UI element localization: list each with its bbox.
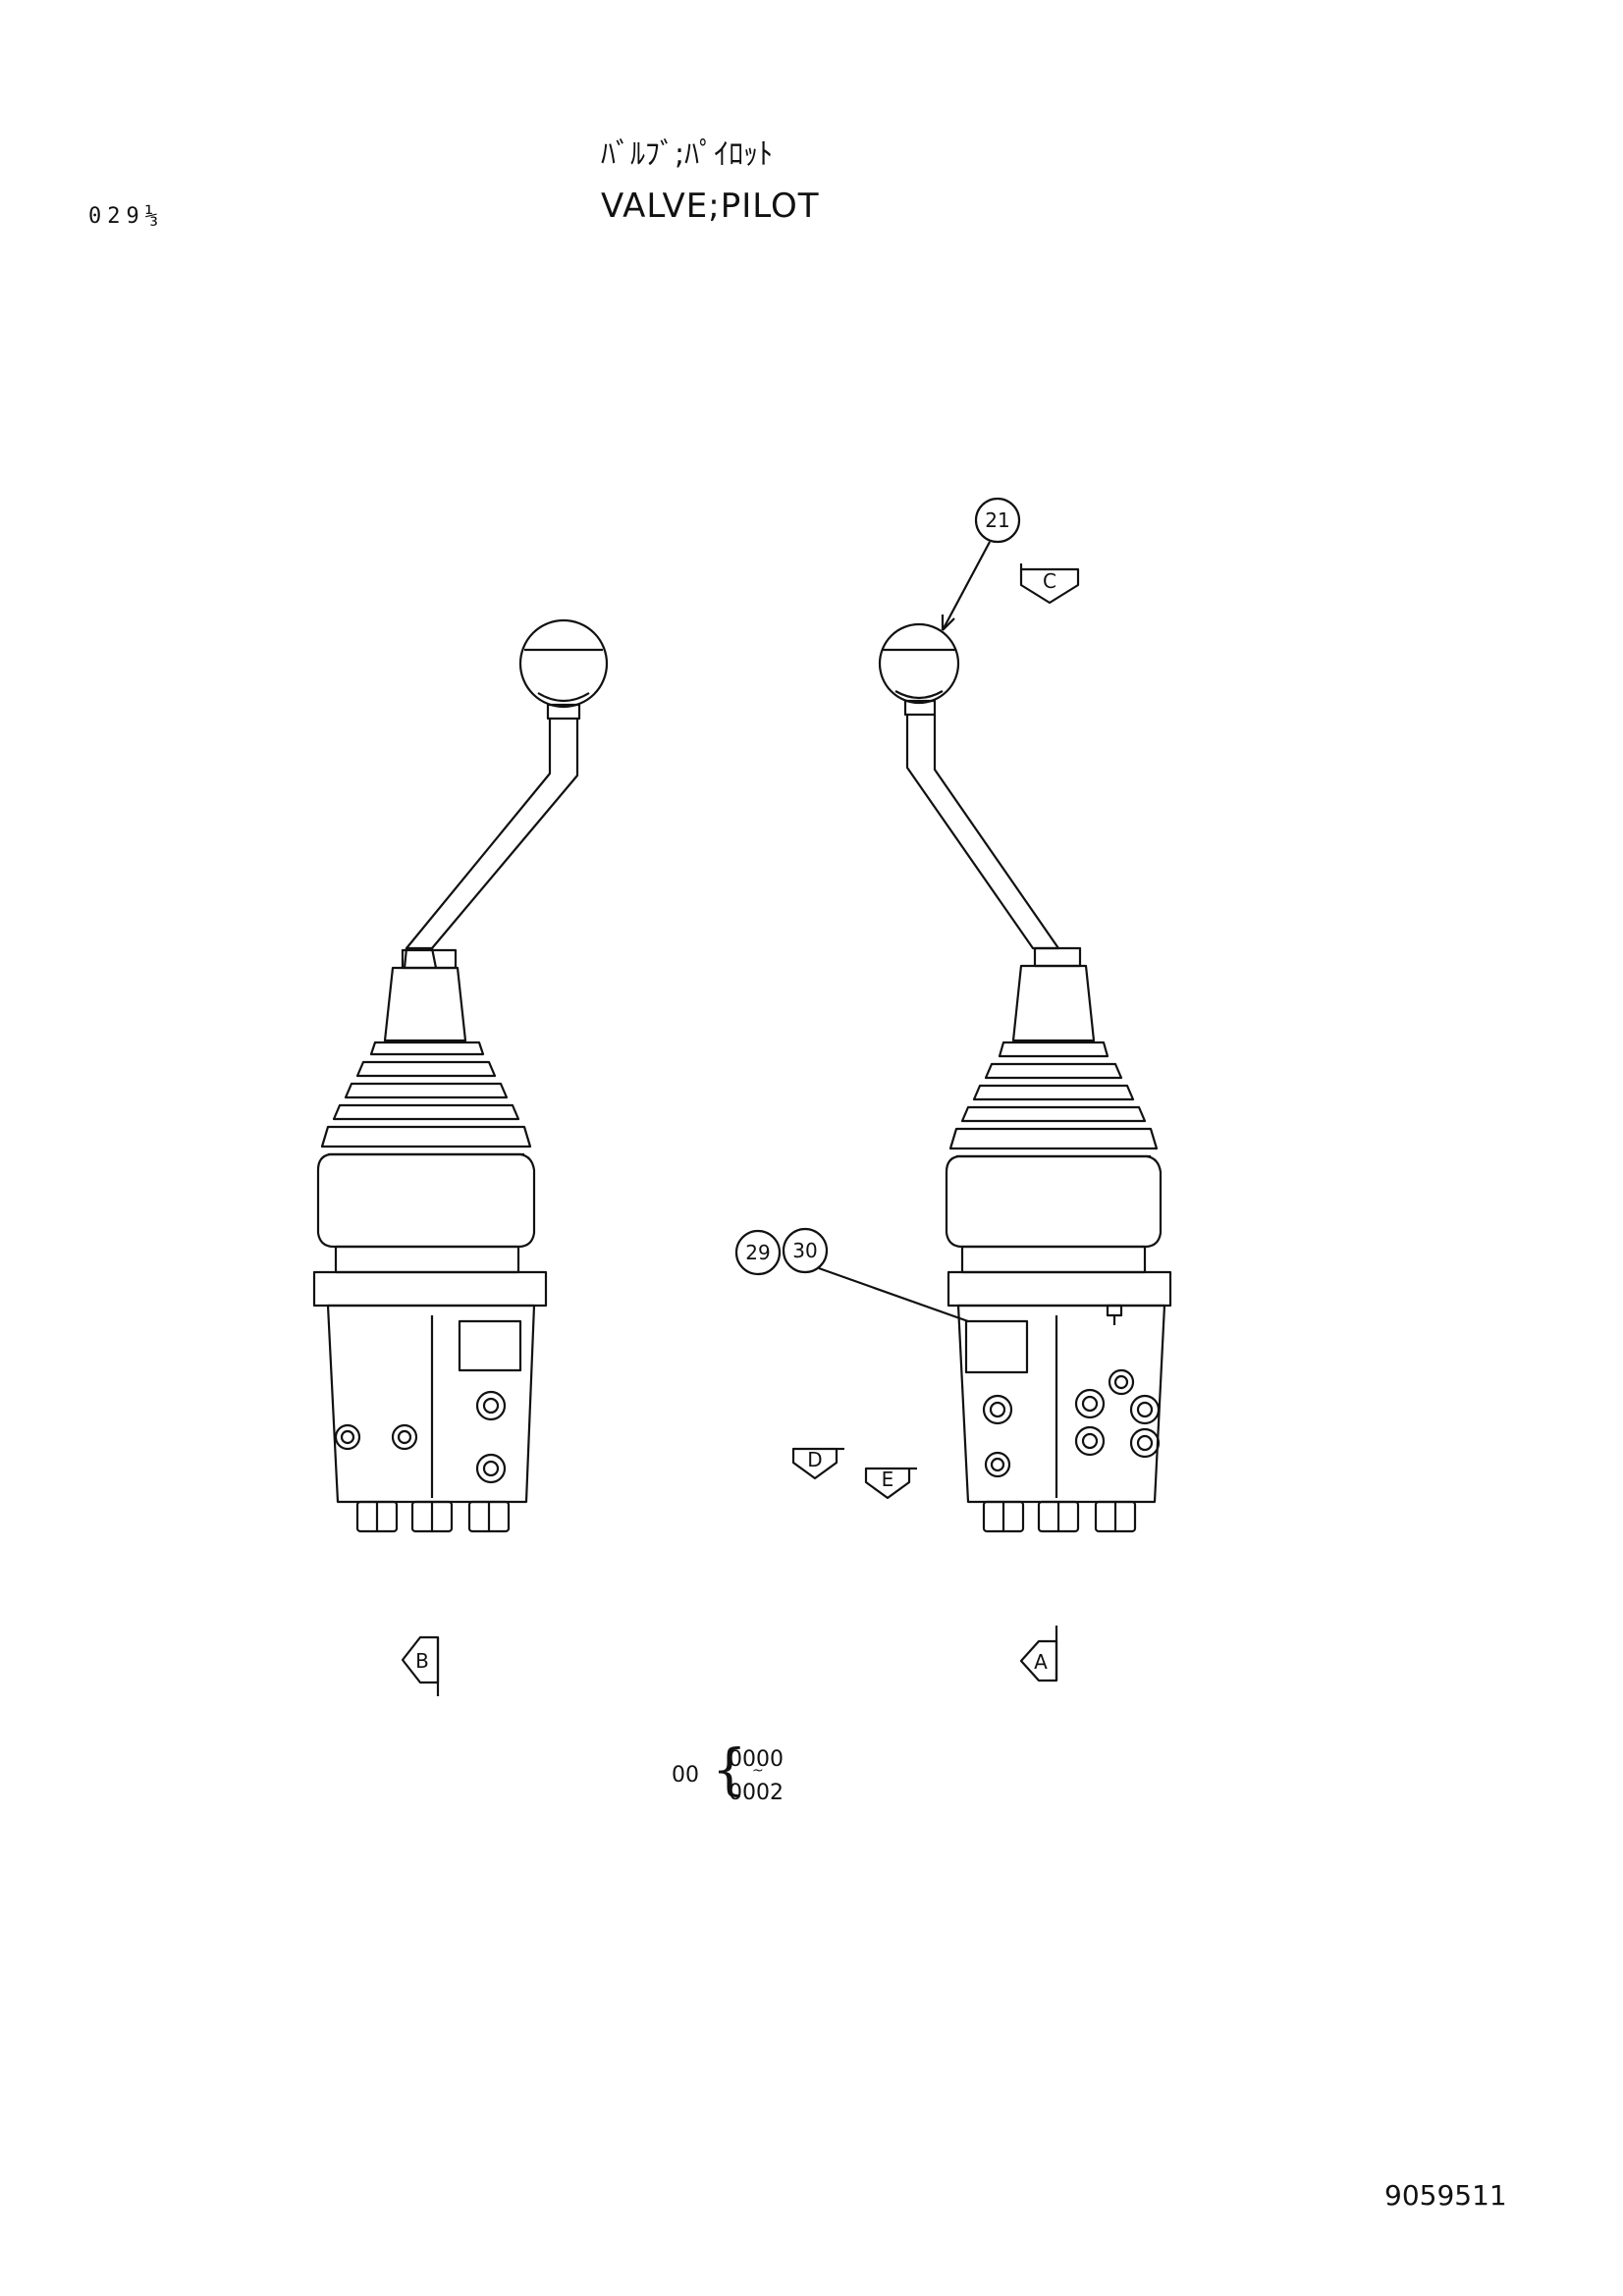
callout-29-30-leader — [818, 1266, 969, 1323]
serial-from: 0000 — [729, 1747, 784, 1772]
view-a-label: A — [1034, 1650, 1048, 1674]
right-nameplate — [964, 1319, 1029, 1374]
left-main-body — [326, 1304, 536, 1504]
serial-brace: { — [712, 1738, 747, 1802]
title-japanese: ﾊﾞﾙﾌﾞ;ﾊﾟｲﾛｯﾄ — [601, 137, 774, 172]
callout-29-circle — [734, 1229, 782, 1276]
drawing-number: 9059511 — [1384, 2179, 1507, 2212]
right-knob — [878, 622, 960, 705]
right-valve-assembly — [878, 622, 1172, 1533]
right-lever — [905, 715, 1060, 950]
serial-to: 0002 — [729, 1781, 784, 1805]
left-cone — [383, 966, 467, 1042]
callout-30-circle — [782, 1227, 829, 1274]
callout-30-label: 30 — [792, 1239, 817, 1262]
serial-prefix: 00 — [672, 1763, 699, 1788]
right-flange — [947, 1270, 1172, 1308]
callout-29-label: 29 — [745, 1241, 770, 1264]
left-nameplate — [458, 1319, 522, 1372]
view-d-label: D — [807, 1448, 822, 1471]
view-e-label: E — [882, 1468, 894, 1491]
title-english: VALVE;PILOT — [601, 187, 820, 226]
view-c-arrow — [1019, 567, 1080, 605]
left-body-drum — [316, 1152, 536, 1249]
left-lever — [405, 719, 579, 950]
view-c-label: C — [1043, 569, 1056, 593]
right-cone — [1011, 964, 1096, 1042]
page-number: 029⅓ — [88, 204, 164, 229]
callout-21-label: 21 — [985, 508, 1009, 532]
left-knob — [518, 618, 609, 709]
left-valve-assembly — [312, 618, 609, 1533]
callout-21-leader — [942, 541, 991, 631]
view-e-arrow — [864, 1467, 911, 1500]
view-b-label: B — [415, 1649, 429, 1673]
view-d-arrow — [791, 1447, 839, 1480]
right-main-body — [956, 1304, 1166, 1504]
serial-tilde: ~ — [752, 1763, 764, 1779]
right-body-drum — [945, 1154, 1163, 1249]
callout-21-circle — [974, 497, 1021, 544]
left-flange — [312, 1270, 548, 1308]
